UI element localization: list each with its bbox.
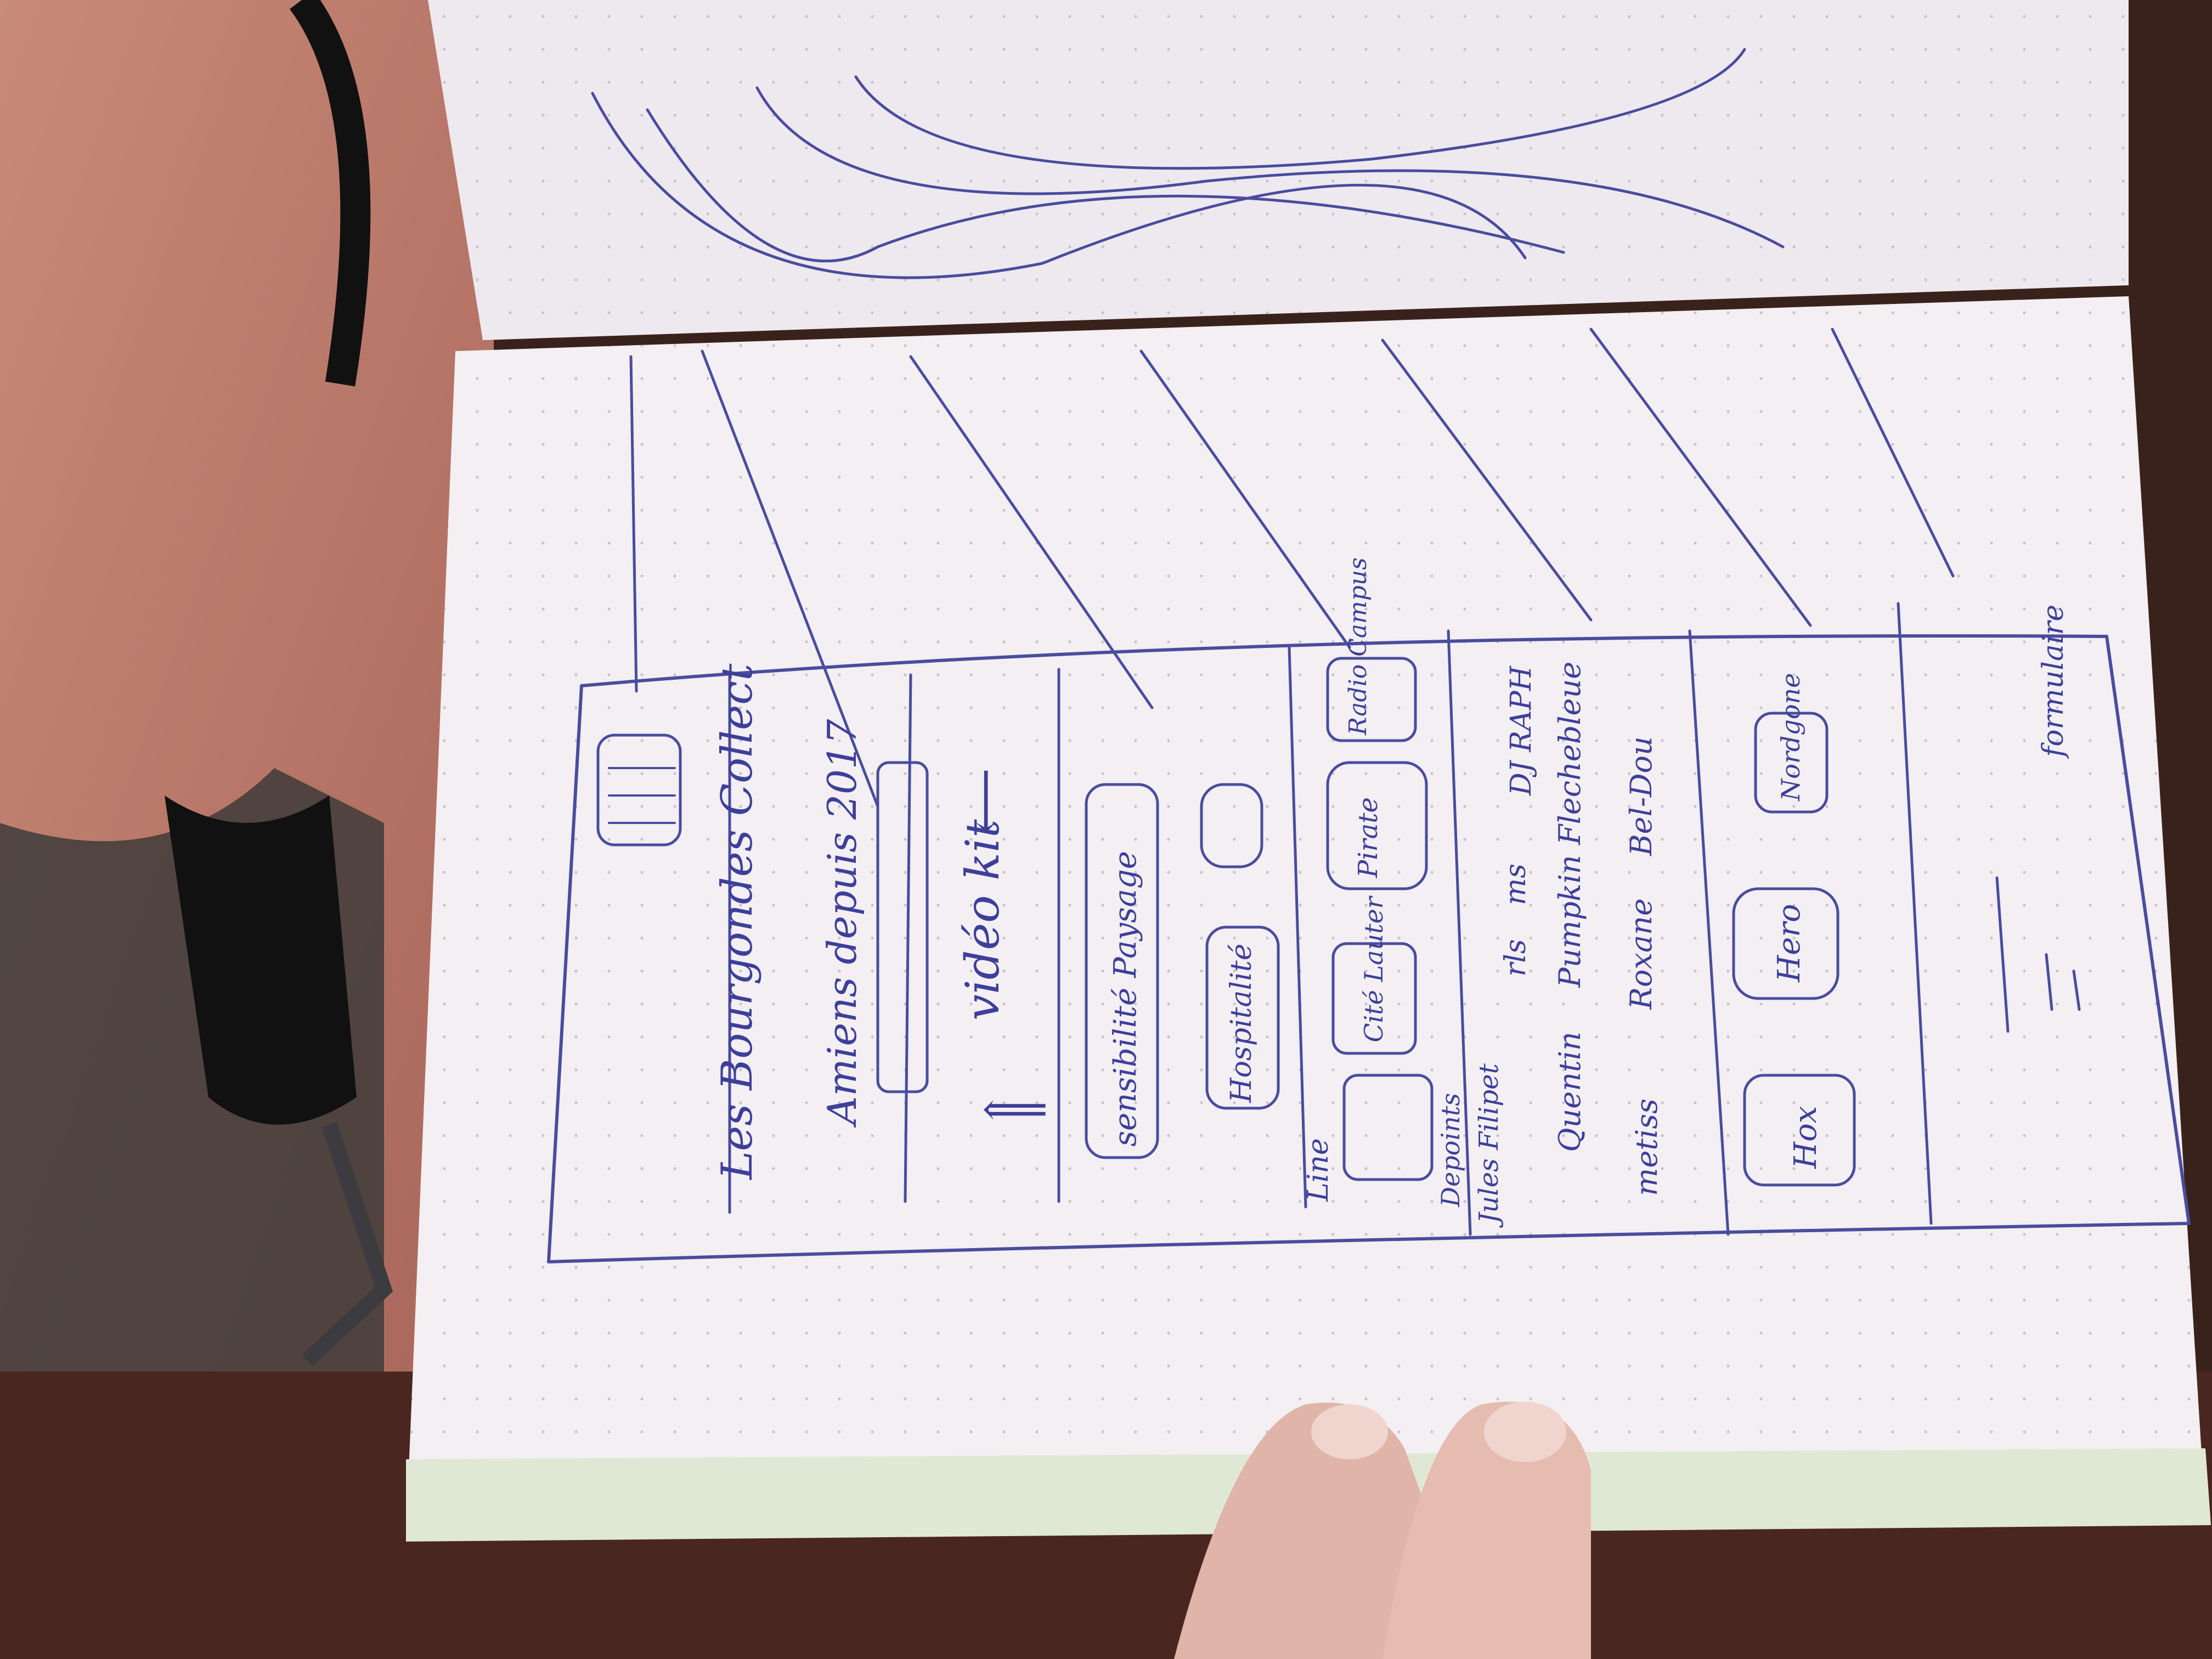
- upper-page: [428, 0, 2129, 340]
- categories: sensibilité Paysage Hospitalité: [1085, 646, 1307, 1209]
- lineup-card-3[interactable]: [1326, 761, 1428, 890]
- carousel-next-arrow[interactable]: ⟶: [960, 768, 1014, 834]
- artist-1: rls: [1499, 939, 1532, 977]
- hero-video[interactable]: ⟸ vidéo kit ⟶: [876, 668, 1060, 1203]
- artist-9: Bel-Dou: [1624, 736, 1658, 856]
- lineup-card-4-label: Radio Campus: [1344, 557, 1372, 736]
- artist-5: Pumpkin: [1553, 855, 1587, 988]
- video-frame[interactable]: [876, 761, 929, 1093]
- hand: [1174, 1402, 1591, 1659]
- lineup-card-1-label: Depoints: [1436, 1093, 1465, 1207]
- artist-4: ms: [1499, 864, 1532, 905]
- category-tile-3[interactable]: [1200, 783, 1263, 868]
- tattoo: [302, 1122, 393, 1367]
- app-title: Les Bourgondes Collect: [713, 663, 762, 1181]
- partners: Nordgone Hero Hox: [1732, 602, 1933, 1225]
- artist-7: DJ RAPH: [1505, 665, 1538, 796]
- artist-3: metiss: [1629, 1098, 1664, 1196]
- partner-label-1: Nordgone: [1776, 673, 1805, 802]
- lineup-card-2-label: Cité Lauter: [1359, 895, 1389, 1042]
- lineup-card-2[interactable]: [1331, 942, 1417, 1055]
- category-tile-2[interactable]: [1205, 926, 1280, 1110]
- footer: formulaire: [1995, 605, 2081, 1033]
- lineup: Line Depoints Cité Lauter Pirate Radio C…: [1302, 557, 1472, 1236]
- category-tile-1[interactable]: [1085, 783, 1159, 1159]
- artists-heading: Jules Filipet: [1474, 1063, 1504, 1228]
- category-label-2: Hospitalité: [1225, 944, 1258, 1103]
- partner-tile-3[interactable]: [1743, 1074, 1856, 1187]
- lineup-card-3-label: Pirate: [1353, 797, 1384, 878]
- artist-2: Quentin: [1553, 1031, 1587, 1152]
- notebook-page: Les Bourgondes Collect Amiens depuis 201…: [406, 296, 2211, 1542]
- partner-tile-2[interactable]: [1732, 887, 1839, 1000]
- artist-8: Flechebleue: [1553, 662, 1587, 845]
- artist-6: Roxane: [1624, 898, 1658, 1010]
- lineup-card-4[interactable]: [1326, 657, 1417, 742]
- partner-label-2: Hero: [1771, 904, 1807, 983]
- black-top: [165, 795, 357, 1125]
- hero-caption: vidéo kit: [956, 819, 1009, 1020]
- partner-label-3: Hox: [1788, 1106, 1824, 1169]
- partner-tile-1[interactable]: [1754, 712, 1829, 814]
- category-label-1: sensibilité Paysage: [1108, 851, 1143, 1147]
- carousel-prev-arrow[interactable]: ⟸: [982, 1082, 1048, 1136]
- lineup-label: Line: [1302, 1138, 1335, 1202]
- header: Les Bourgondes Collect Amiens depuis 201…: [596, 663, 865, 1214]
- app-subtitle: Amiens depuis 2017: [819, 719, 865, 1128]
- logo-icon: [596, 733, 682, 847]
- lineup-card-1[interactable]: [1342, 1074, 1434, 1181]
- artists: Jules Filipet rls Quentin metiss ms Pump…: [1474, 629, 1730, 1236]
- footer-form-link[interactable]: formulaire: [2037, 605, 2070, 759]
- strap: [289, 0, 371, 387]
